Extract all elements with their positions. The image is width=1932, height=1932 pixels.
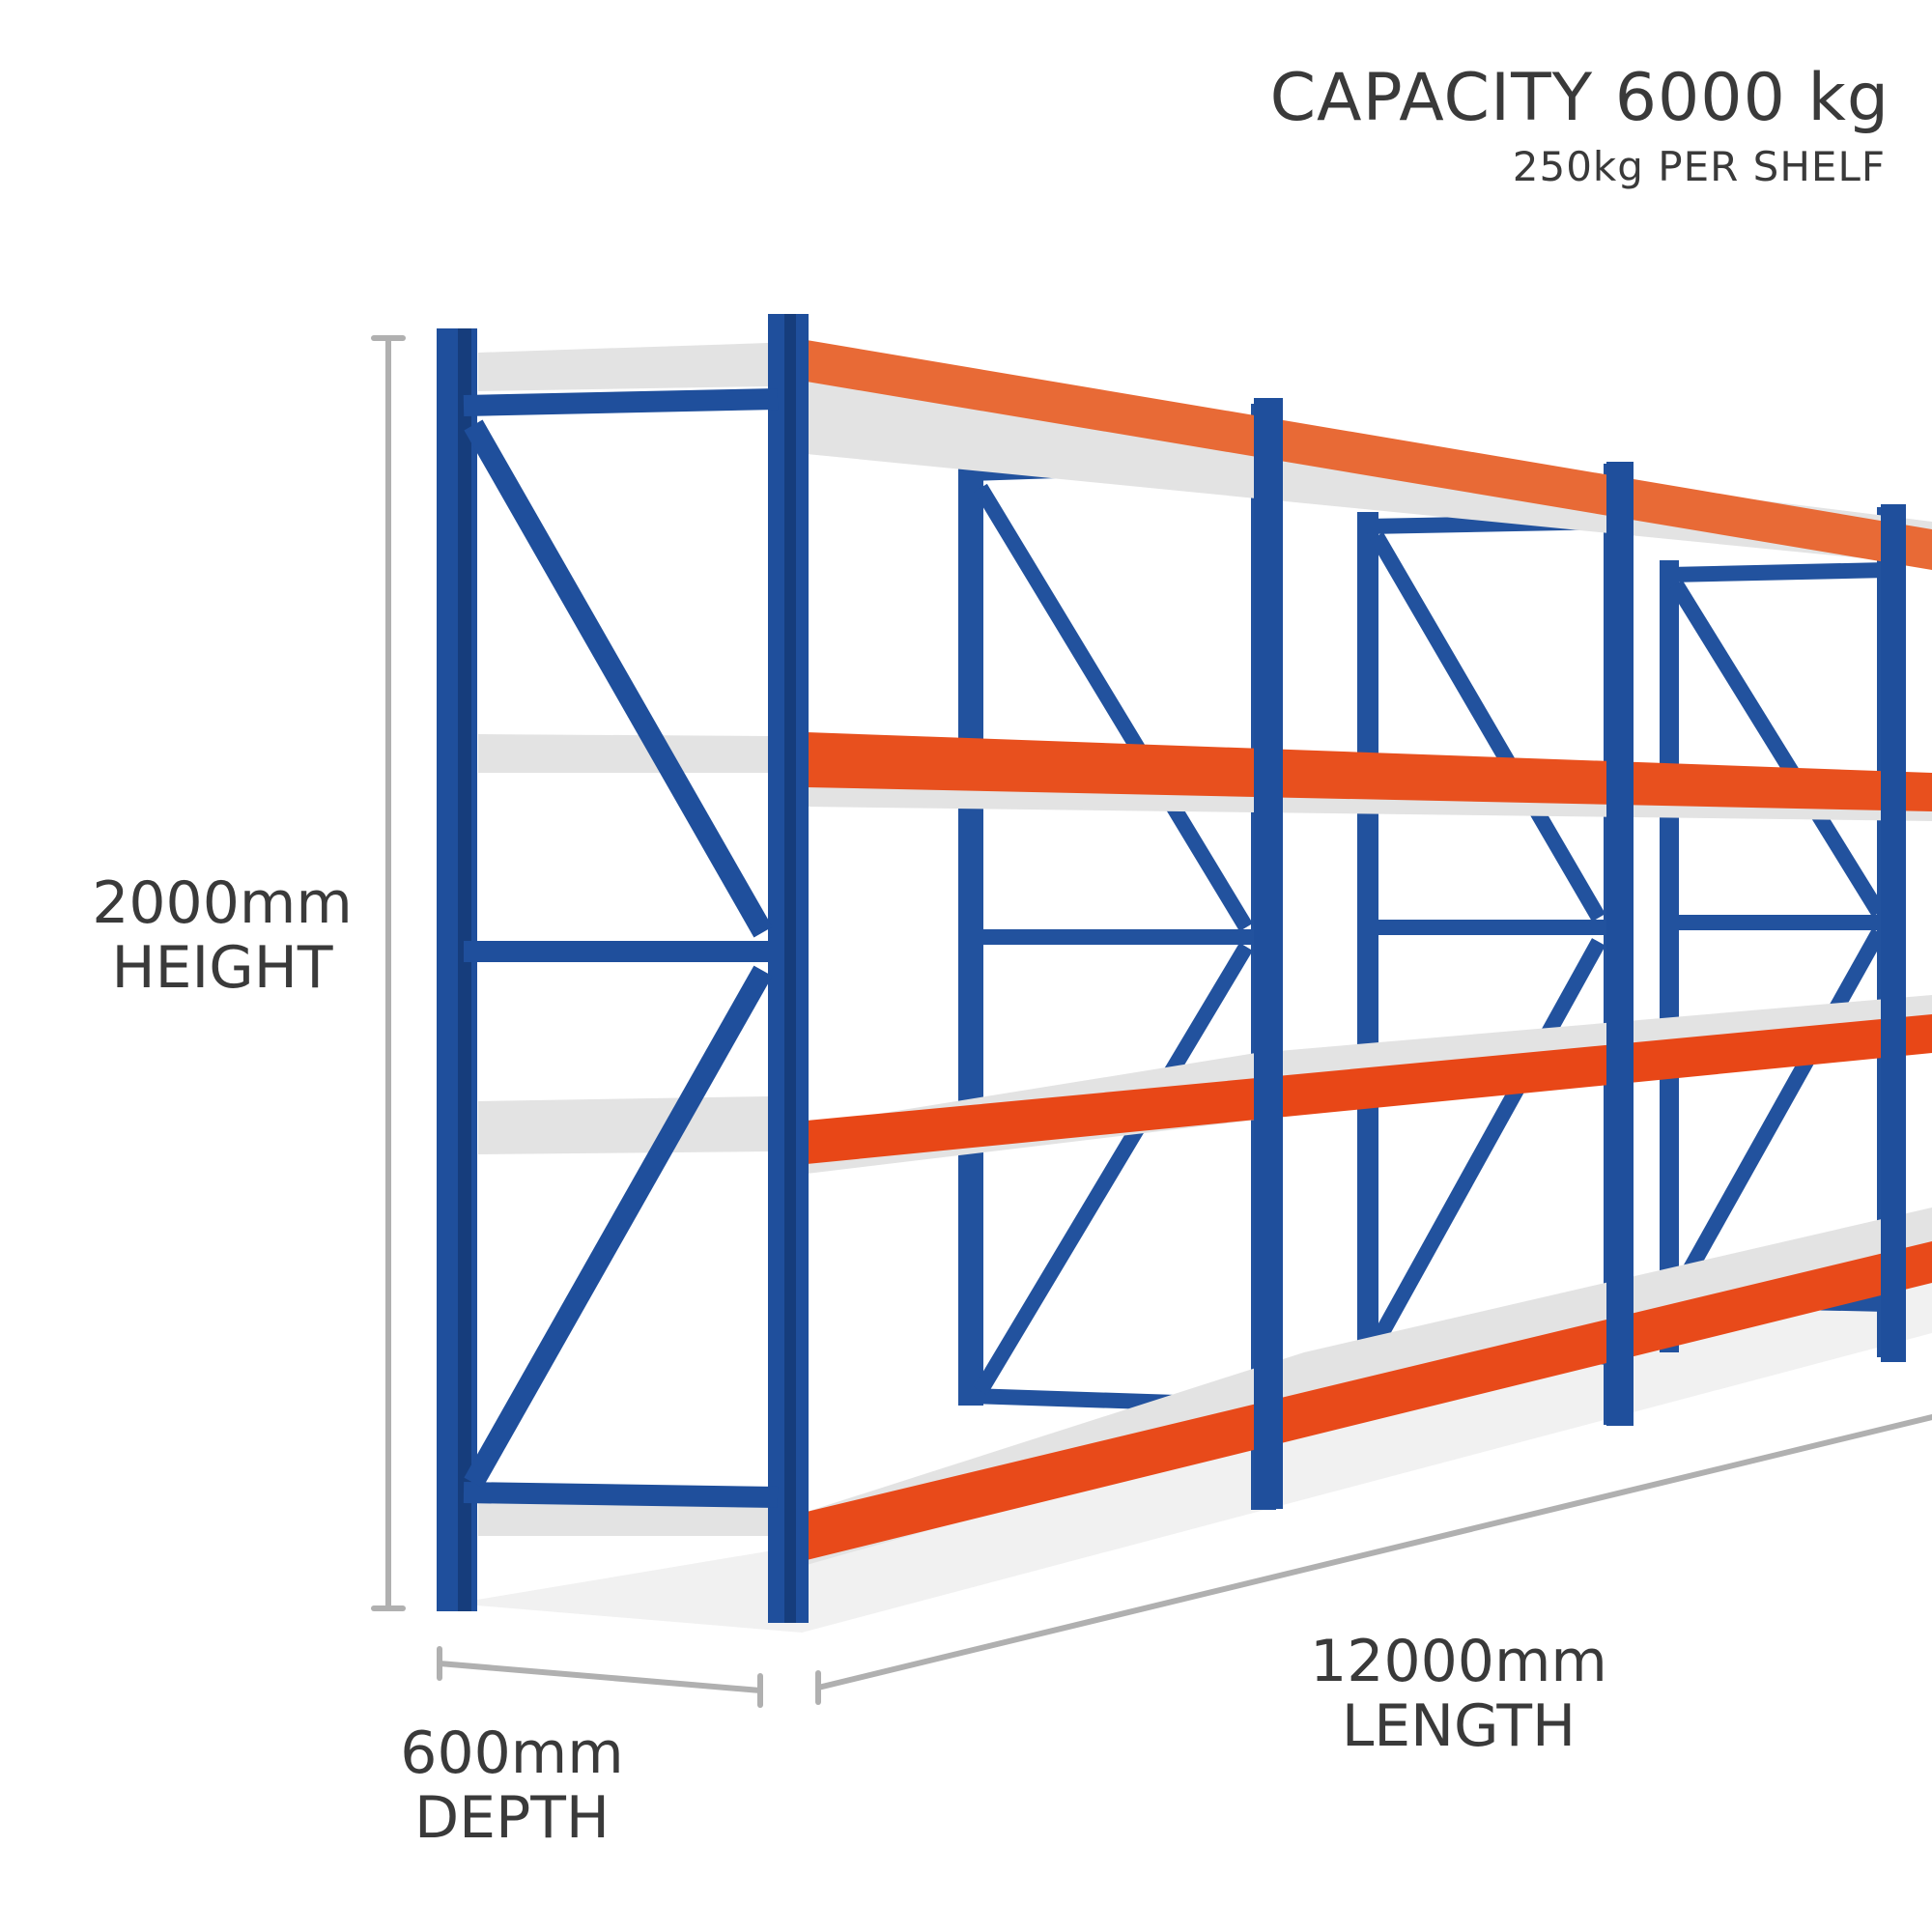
beam-level-2	[807, 732, 1932, 811]
height-value: 2000mm	[92, 869, 353, 937]
beam-top	[807, 340, 1932, 570]
capacity-per-shelf: 250kg PER SHELF	[1512, 143, 1886, 190]
length-label: LENGTH	[1341, 1692, 1577, 1760]
dimension-lines	[371, 335, 1932, 1708]
beam-level-3	[807, 1014, 1932, 1164]
back-frame-braces	[970, 456, 1889, 1413]
length-dimension-line	[815, 1414, 1932, 1705]
capacity-total: CAPACITY 6000 kg	[1269, 60, 1889, 136]
height-dimension-line	[371, 335, 406, 1611]
depth-label: DEPTH	[413, 1784, 611, 1852]
depth-dimension-line	[437, 1646, 763, 1708]
beam-bottom	[807, 1241, 1932, 1560]
length-value: 12000mm	[1310, 1628, 1607, 1695]
front-end-frame	[437, 314, 809, 1623]
orange-beams	[807, 340, 1932, 1560]
front-uprights	[1254, 398, 1906, 1509]
height-label: HEIGHT	[111, 934, 333, 1002]
depth-value: 600mm	[400, 1719, 624, 1787]
